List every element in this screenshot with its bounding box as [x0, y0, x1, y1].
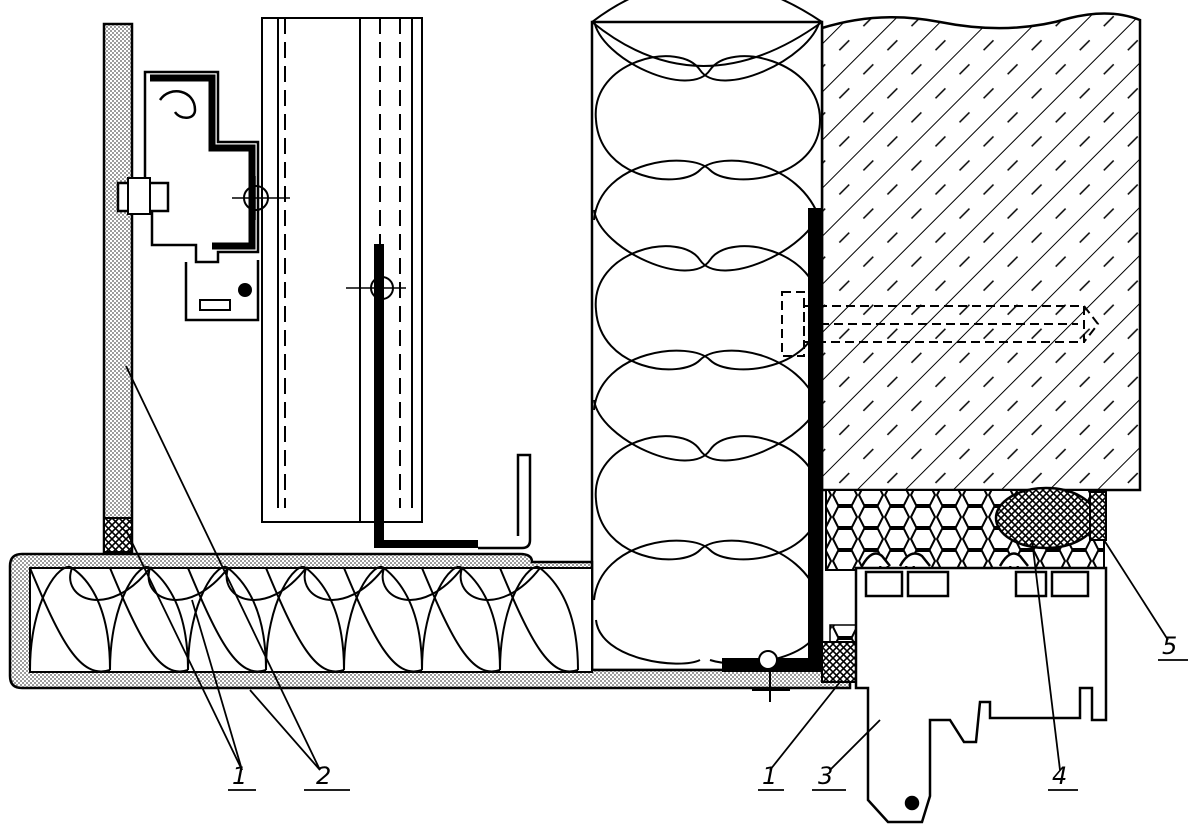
callout-2: 2 — [316, 762, 331, 790]
facade-panel-vertical — [102, 22, 134, 554]
callout-1-left: 1 — [232, 762, 247, 790]
window-frame-profile — [854, 552, 1108, 824]
steel-angle-right — [722, 208, 822, 702]
callout-leaders — [125, 365, 1188, 791]
sealing-cord — [994, 486, 1107, 550]
callout-3: 3 — [818, 762, 833, 790]
panel-clip-bracket — [116, 70, 290, 322]
mineral-wool-vertical — [590, 0, 824, 672]
vertical-rail-profiles — [261, 17, 423, 523]
soffit-panel-horizontal — [8, 552, 852, 690]
anchor-bolt — [781, 291, 1100, 357]
callout-1-right: 1 — [762, 762, 777, 790]
callout-4: 4 — [1052, 762, 1067, 790]
callout-5: 5 — [1162, 632, 1177, 660]
l-bracket-bottom — [346, 244, 532, 550]
concrete-wall — [820, 12, 1142, 492]
callout-labels: 1 2 1 3 4 5 — [232, 632, 1177, 790]
